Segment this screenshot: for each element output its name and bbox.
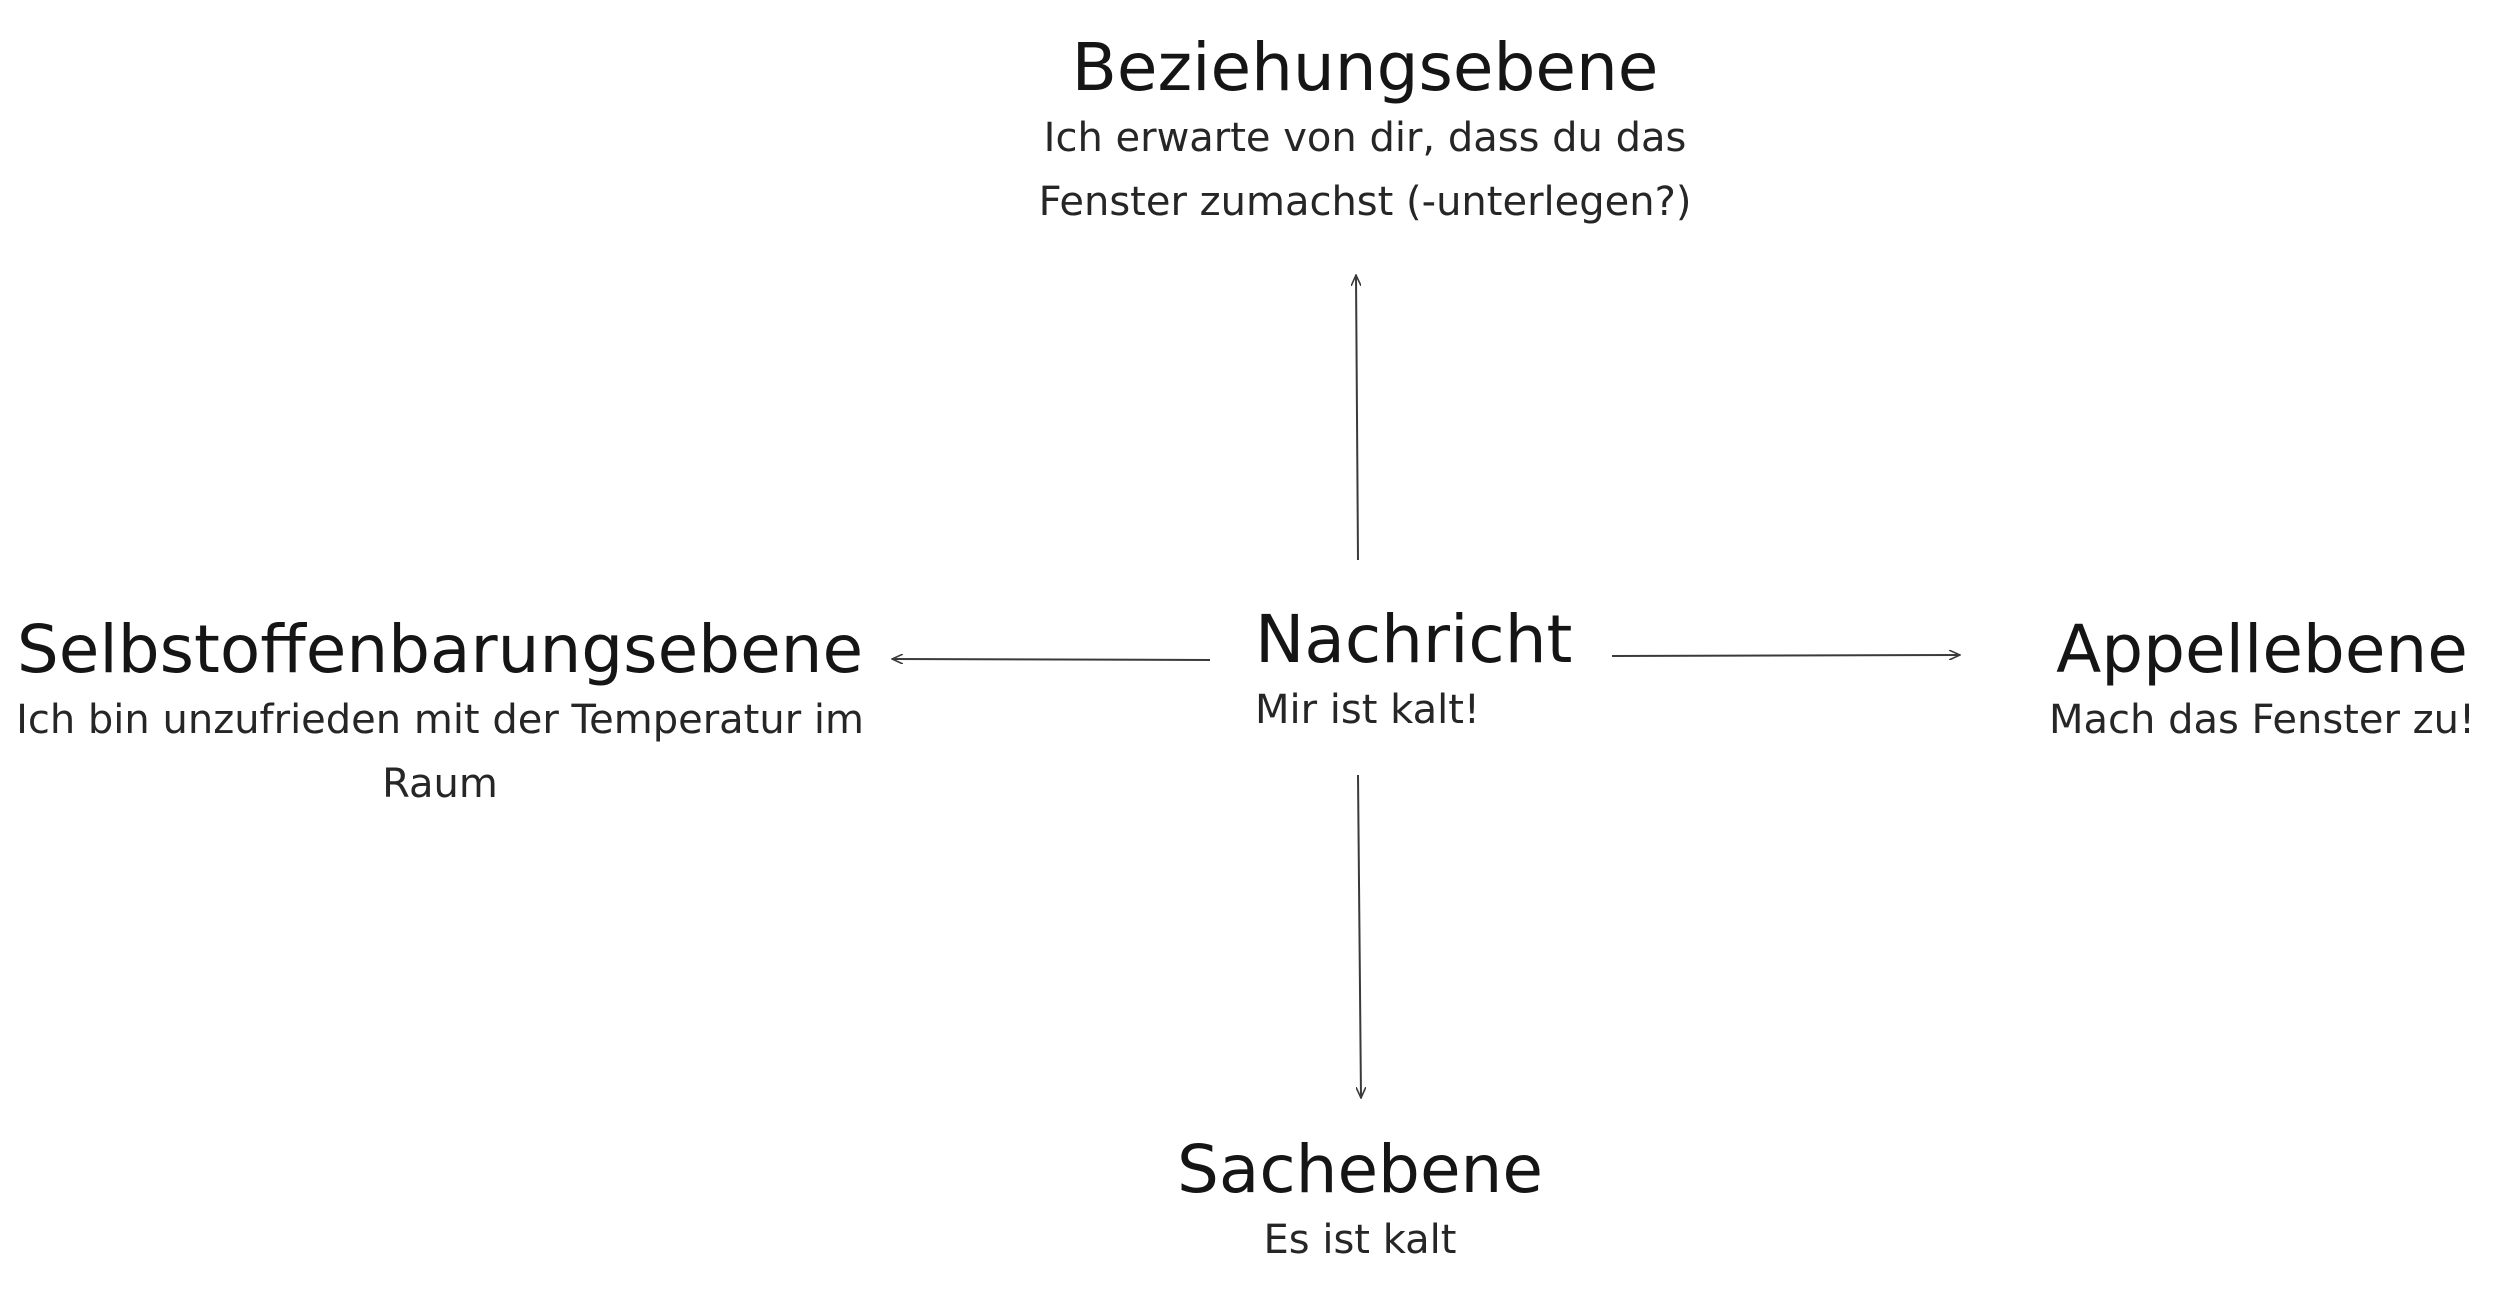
node-beziehungsebene: Beziehungsebene Ich erwarte von dir, das…: [1020, 30, 1710, 234]
node-subtitle: Mach das Fenster zu!: [2049, 696, 2475, 743]
arrow-to-right: [1611, 655, 1960, 656]
node-appellebene: Appellebene Mach das Fenster zu!: [2030, 612, 2494, 752]
node-title: Sachebene: [1177, 1131, 1543, 1208]
node-title: Selbstoffenbarungsebene: [16, 611, 864, 688]
node-subtitle: Mir ist kalt!: [1255, 686, 1480, 733]
node-title: Beziehungsebene: [1071, 29, 1659, 106]
node-selbstoffenbarungsebene: Selbstoffenbarungsebene Ich bin unzufrie…: [10, 612, 870, 816]
node-subtitle: Es ist kalt: [1263, 1216, 1457, 1263]
node-sachebene: Sachebene Es ist kalt: [1110, 1132, 1610, 1272]
arrow-to-left: [892, 659, 1211, 660]
node-subtitle: Ich bin unzufrieden mit der Temperatur i…: [16, 696, 864, 807]
node-nachricht: Nachricht Mir ist kalt!: [1255, 602, 1655, 742]
node-title: Nachricht: [1255, 601, 1573, 678]
arrow-to-top: [1356, 275, 1358, 561]
node-subtitle: Ich erwarte von dir, dass du das Fenster…: [1038, 114, 1692, 225]
arrow-to-bottom: [1358, 774, 1361, 1098]
node-title: Appellebene: [2056, 611, 2468, 688]
